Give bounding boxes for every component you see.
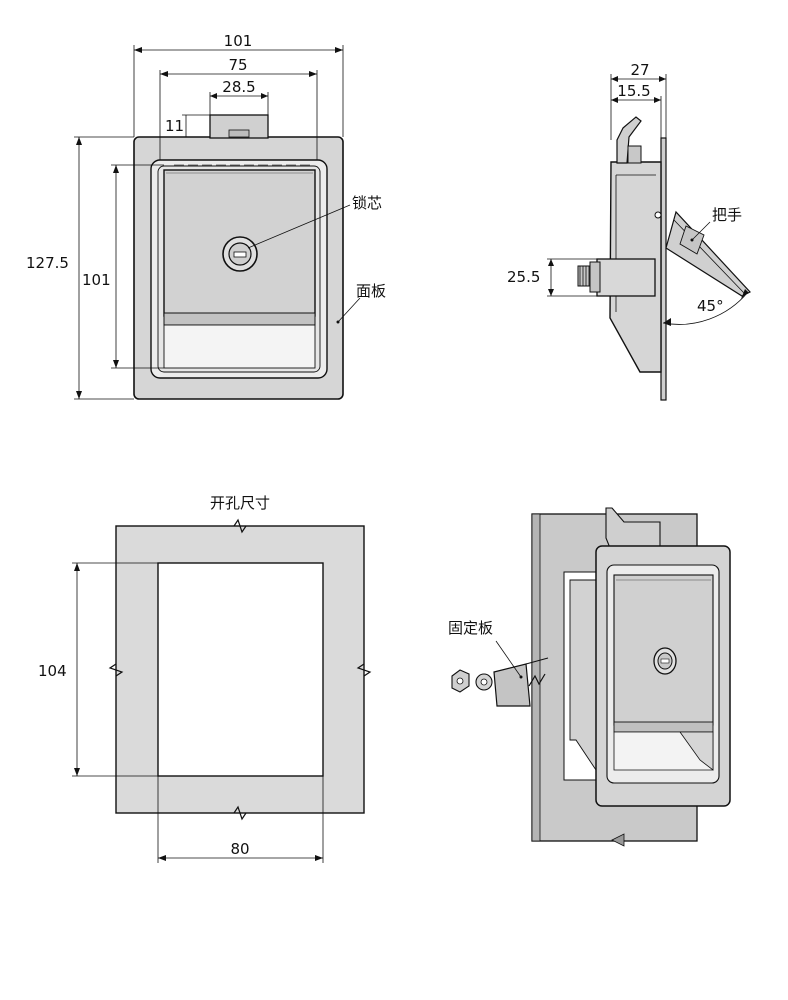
dim-top-offset: 11 — [165, 117, 184, 135]
cutout-title: 开孔尺寸 — [210, 494, 270, 512]
label-handle: 把手 — [712, 206, 742, 224]
cutout-view: 开孔尺寸 104 80 — [38, 494, 372, 863]
iso-view: 固定板 — [448, 507, 731, 847]
dim-cutout-width: 80 — [230, 840, 249, 858]
front-top-tab — [209, 114, 269, 139]
label-panel: 面板 — [356, 282, 386, 300]
dim-depth-inner: 15.5 — [617, 82, 650, 100]
iso-fixing-plate — [493, 663, 531, 707]
cutout-hole — [157, 562, 324, 777]
side-mount-plate — [660, 137, 667, 401]
label-fixing-plate: 固定板 — [448, 619, 493, 637]
dim-cylinder-height: 25.5 — [507, 268, 540, 286]
dim-inner-height: 101 — [82, 271, 111, 289]
dim-overall-height: 127.5 — [26, 254, 69, 272]
label-lock-core: 锁芯 — [352, 194, 382, 212]
dim-depth: 27 — [630, 61, 649, 79]
dim-inner-width: 75 — [228, 56, 247, 74]
dim-overall-width: 101 — [224, 32, 253, 50]
dim-cutout-height: 104 — [38, 662, 67, 680]
side-view: 45° 把手 27 15.5 25.5 — [507, 61, 751, 401]
dim-angle: 45° — [697, 297, 724, 315]
dim-handle-width: 28.5 — [222, 78, 255, 96]
front-view: 101 75 28.5 11 127.5 101 — [26, 32, 386, 400]
